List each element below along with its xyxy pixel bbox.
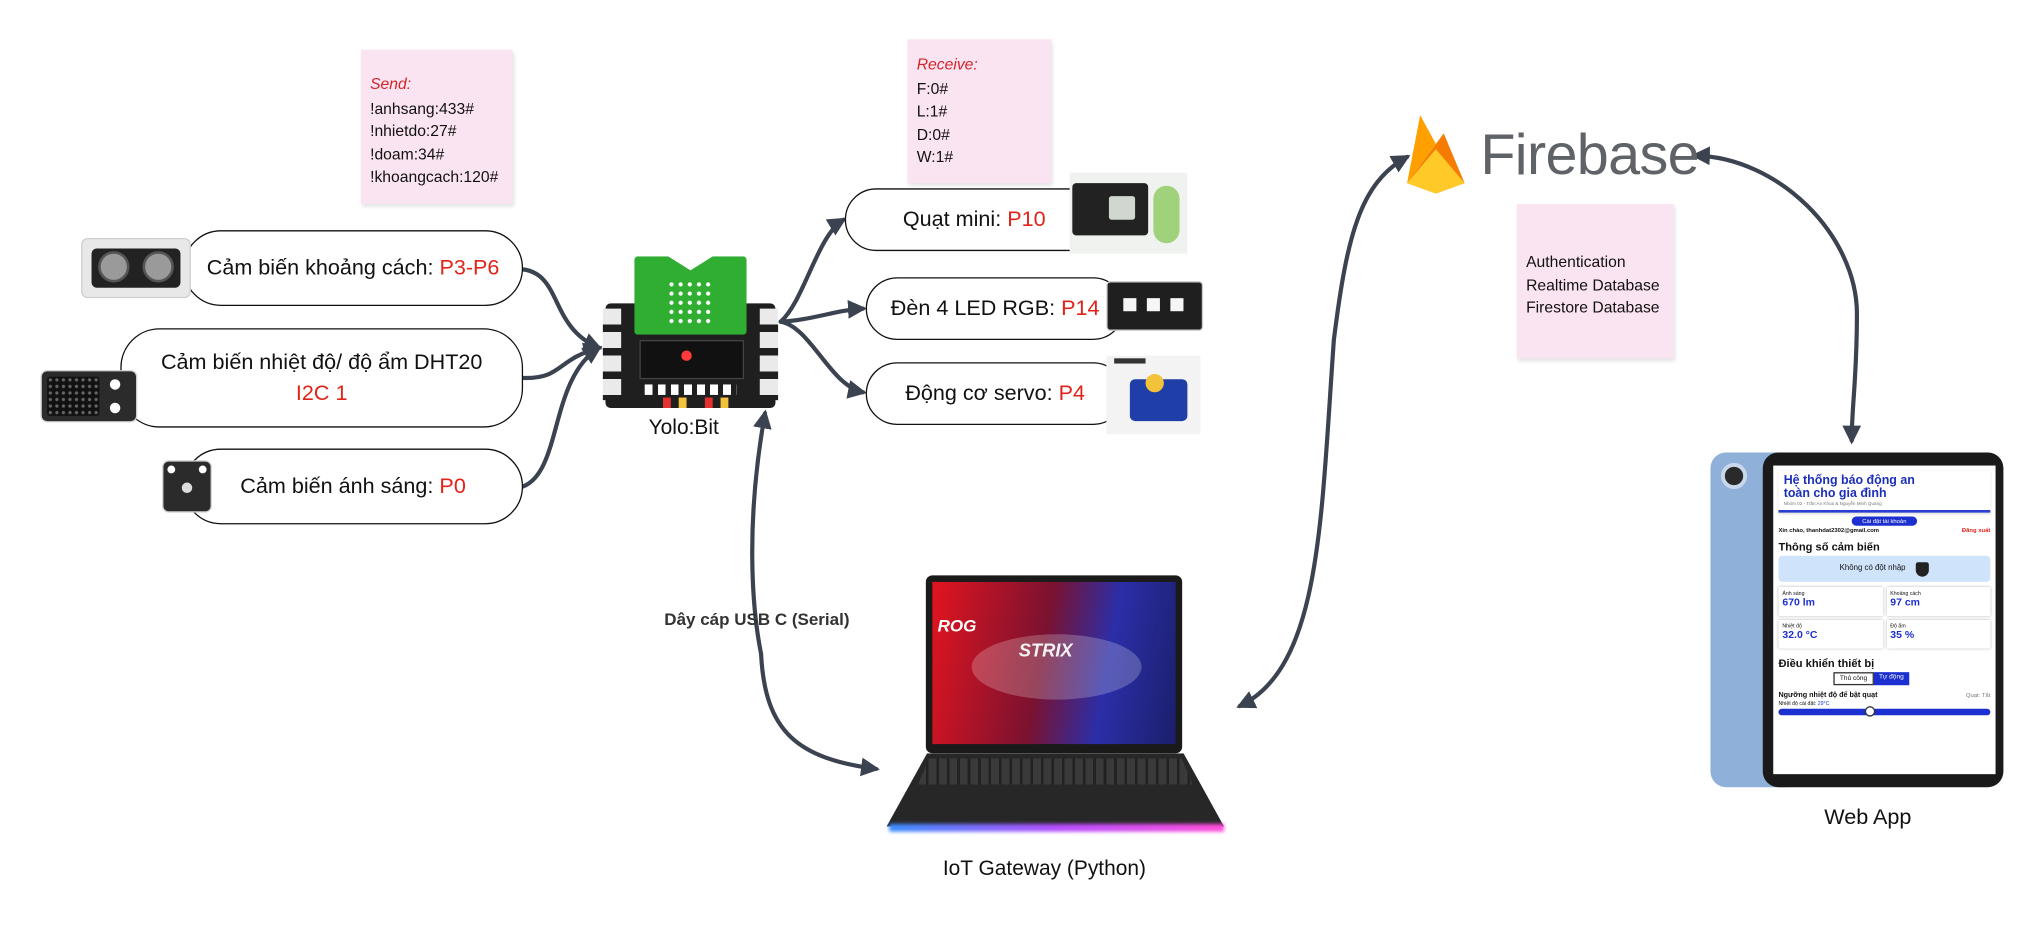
reading-value: 670 lm — [1782, 596, 1815, 609]
actuator-servo-pin: P4 — [1058, 381, 1085, 405]
actuator-servo-label: Động cơ servo: — [905, 381, 1059, 405]
reading-card: Độ ẩm 35 % — [1886, 620, 1990, 649]
laptop-gateway-image: ROG STRIX — [879, 575, 1232, 837]
reading-label: Khoảng cách — [1890, 589, 1921, 597]
mini-fan-image — [1069, 172, 1188, 254]
arrow-board-to-fan — [778, 217, 847, 324]
logout-link[interactable]: Đăng xuất — [1961, 527, 1991, 534]
rgb-led-image — [1106, 281, 1204, 331]
arrow-board-gateway-usb — [750, 409, 880, 777]
send-note-line: !khoangcach:120# — [370, 167, 499, 186]
threshold-sub-label: Nhiệt độ cài đặt: — [1778, 699, 1817, 707]
mode-auto-tab[interactable]: Tự động — [1873, 672, 1909, 686]
control-section-title: Điều khiển thiết bị — [1778, 656, 1875, 670]
board-label: Yolo:Bit — [648, 417, 719, 440]
sensor-light-node: Cảm biến ánh sáng: P0 — [183, 448, 524, 525]
sensor-dht20-label: Cảm biến nhiệt độ/ độ ẩm DHT20 — [160, 350, 483, 375]
account-settings-button[interactable]: Cài đặt tài khoản — [1851, 516, 1917, 526]
firebase-flame-icon — [1407, 115, 1465, 194]
servo-image — [1106, 355, 1201, 435]
arrow-light-to-board — [520, 345, 603, 489]
webapp-screen: Hệ thống báo động an toàn cho gia đình N… — [1773, 465, 1996, 775]
yolobit-board-image — [602, 256, 779, 409]
reading-value: 32.0 °C — [1782, 629, 1818, 641]
sensor-light-label: Cảm biến ánh sáng: — [240, 474, 440, 498]
receive-note-line: F:0# — [916, 79, 949, 98]
receive-note-heading: Receive: — [916, 54, 978, 74]
reading-label: Độ ẩm — [1890, 622, 1906, 630]
arrow-dht20-to-board — [520, 342, 603, 381]
threshold-value: 29°C — [1817, 699, 1830, 707]
webapp-subtitle: Nhóm 02 - Trần An Khoa & Nguyễn Minh Qua… — [1783, 500, 1882, 507]
reading-card: Khoảng cách 97 cm — [1886, 587, 1990, 616]
shield-icon — [1916, 561, 1930, 577]
laptop-screen-logo: STRIX — [1018, 639, 1073, 661]
dht20-sensor-image — [40, 370, 138, 423]
send-note-line: !anhsang:433# — [370, 98, 474, 118]
firebase-service-item: Firestore Database — [1526, 298, 1660, 317]
reading-label: Ánh sáng — [1782, 589, 1805, 597]
actuator-led-pin: P14 — [1061, 296, 1100, 320]
light-sensor-image — [162, 460, 212, 513]
threshold-label: Ngưỡng nhiệt độ để bật quạt — [1778, 691, 1878, 700]
ultrasonic-sensor-image — [81, 238, 191, 299]
reading-value: 97 cm — [1890, 596, 1920, 609]
receive-note-line: W:1# — [916, 147, 954, 167]
sensor-dht20-pin: I2C 1 — [295, 381, 348, 406]
sensor-distance-label: Cảm biến khoảng cách: — [206, 255, 440, 280]
receive-note-line: D:0# — [916, 124, 950, 144]
firebase-wordmark: Firebase — [1480, 122, 1699, 188]
actuator-servo-node: Động cơ servo: P4 — [865, 362, 1125, 426]
send-note-heading: Send: — [370, 74, 412, 93]
threshold-slider[interactable] — [1778, 706, 1991, 717]
sensor-distance-pin: P3-P6 — [439, 255, 500, 280]
sensor-section-title: Thông số cảm biến — [1778, 540, 1880, 554]
reading-card: Ánh sáng 670 lm — [1778, 587, 1882, 616]
sensor-dht20-node: Cảm biến nhiệt độ/ độ ẩm DHT20 I2C 1 — [120, 328, 524, 428]
sensor-distance-node: Cảm biến khoảng cách: P3-P6 — [183, 230, 524, 307]
send-note-line: !nhietdo:27# — [370, 121, 457, 140]
reading-value: 35 % — [1890, 629, 1915, 641]
firebase-service-item: Realtime Database — [1526, 275, 1660, 294]
slider-knob[interactable] — [1864, 706, 1875, 717]
arrow-board-to-led — [778, 299, 867, 324]
webapp-title: Hệ thống báo động an toàn cho gia đình — [1783, 473, 1915, 501]
sensor-light-pin: P0 — [439, 474, 466, 498]
actuator-fan-label: Quạt mini: — [902, 207, 1008, 231]
actuator-fan-node: Quạt mini: P10 — [844, 188, 1104, 252]
reading-label: Nhiệt độ — [1782, 622, 1802, 630]
arrow-distance-to-board — [520, 267, 603, 351]
mode-manual-tab[interactable]: Thủ công — [1833, 672, 1874, 686]
fan-state-text: Quạt: Tắt — [1965, 691, 1991, 699]
firebase-service-item: Authentication — [1526, 252, 1626, 271]
camera-lens-icon — [1720, 462, 1748, 490]
send-note: Send: !anhsang:433# !nhietdo:27# !doam:3… — [360, 49, 513, 205]
tablet-device: Hệ thống báo động an toàn cho gia đình N… — [1710, 452, 2004, 788]
receive-note-line: L:1# — [916, 102, 948, 121]
intrusion-status: Không có đột nhập — [1839, 564, 1906, 573]
arrow-board-to-servo — [778, 319, 867, 399]
usb-cable-label: Dây cáp USB C (Serial) — [664, 609, 850, 630]
greeting-text: Xin chào, thanhdat2302@gmail.com — [1778, 527, 1880, 534]
arrow-firebase-webapp — [1691, 146, 1862, 445]
webapp-label: Web App — [1824, 805, 1912, 830]
arrow-gateway-firebase — [1236, 154, 1411, 709]
reading-card: Nhiệt độ 32.0 °C — [1778, 620, 1882, 649]
actuator-led-label: Đèn 4 LED RGB: — [890, 296, 1062, 320]
receive-note: Receive: F:0# L:1# D:0# W:1# — [907, 39, 1052, 184]
actuator-led-node: Đèn 4 LED RGB: P14 — [865, 277, 1125, 341]
actuator-fan-pin: P10 — [1007, 207, 1046, 231]
firebase-services-note: Authentication Realtime Database Firesto… — [1516, 204, 1674, 359]
send-note-line: !doam:34# — [370, 144, 445, 163]
gateway-label: IoT Gateway (Python) — [942, 857, 1146, 881]
